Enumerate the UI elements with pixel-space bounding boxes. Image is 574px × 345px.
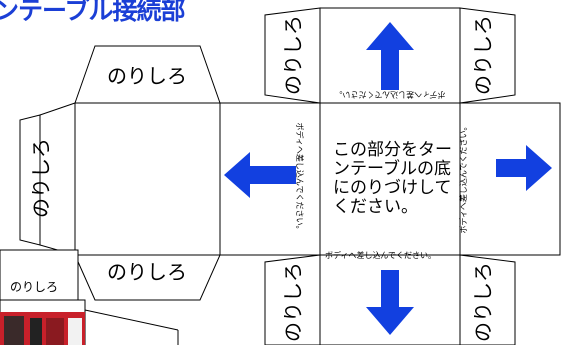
glue-label-small: のりしろ bbox=[10, 280, 59, 294]
left-outer-flap bbox=[19, 114, 41, 246]
page-title: ンテーブル接続部 bbox=[0, 0, 186, 25]
glue-label-bottom-left: のりしろ bbox=[281, 262, 305, 342]
top-left-glue-tab bbox=[264, 7, 321, 104]
right-side-panel bbox=[459, 102, 561, 256]
up-arrow-icon bbox=[366, 22, 414, 90]
insert-note-right: ボディへ差し込んでください。 bbox=[458, 122, 468, 233]
left-arrow-icon bbox=[224, 152, 296, 198]
glue-label-top-left: のりしろ bbox=[281, 15, 305, 95]
down-arrow-icon bbox=[366, 270, 414, 335]
glue-label-bottom-flap: のりしろ bbox=[107, 260, 187, 284]
top-right-glue-tab bbox=[459, 7, 516, 104]
base-panel bbox=[74, 102, 221, 256]
right-arrow-icon bbox=[496, 145, 552, 191]
bottom-left-glue-tab bbox=[264, 254, 321, 345]
insert-note-left: ボディへ差し込んでください。 bbox=[295, 122, 305, 233]
glue-label-bottom-right: のりしろ bbox=[471, 262, 495, 342]
center-instruction: この部分をターンテーブルの底にのりづけしてください。 bbox=[333, 140, 452, 217]
glue-label-top-right: のりしろ bbox=[471, 15, 495, 95]
glue-label-top-flap: のりしろ bbox=[107, 64, 187, 88]
bottom-right-glue-tab bbox=[459, 254, 516, 345]
glue-label-left: のりしろ bbox=[29, 138, 53, 218]
insert-note-top: ボディへ差し込んでください。 bbox=[334, 90, 445, 100]
insert-note-bottom: ボディへ差し込んでください。 bbox=[325, 251, 437, 260]
